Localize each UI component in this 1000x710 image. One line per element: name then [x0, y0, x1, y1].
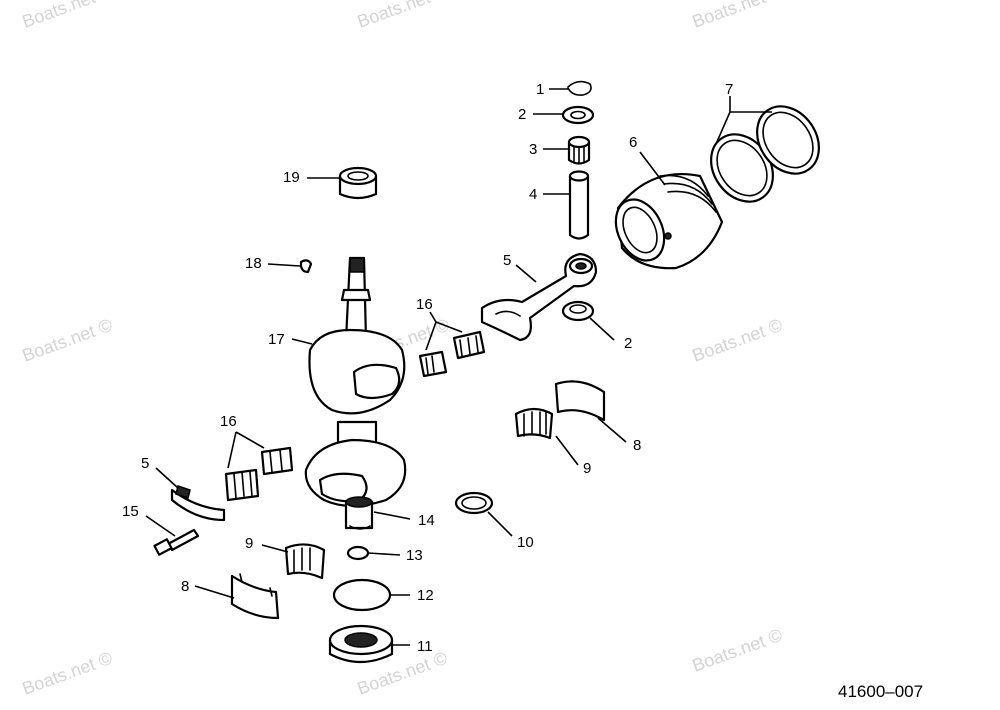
watermark-7: Boats.net ©	[20, 648, 115, 699]
diagram-code: 41600–007	[838, 682, 923, 701]
part-14-crank-end	[349, 525, 371, 530]
part-2-washer-lower	[561, 300, 595, 322]
part-1-clip	[567, 80, 592, 96]
callout-17: 17	[268, 331, 285, 348]
part-2-washer-top	[561, 105, 595, 125]
part-16-bearing-cage-upper	[418, 330, 486, 378]
callout-16-upper: 16	[416, 296, 433, 313]
part-13-o-ring	[346, 545, 370, 561]
callout-3: 3	[529, 141, 537, 158]
callout-5-rod: 5	[503, 252, 511, 269]
watermark-4: Boats.net ©	[20, 315, 115, 366]
part-9-bearing-half-upper	[514, 407, 554, 440]
callout-6: 6	[629, 134, 637, 151]
part-5-connecting-rod	[480, 252, 598, 342]
callout-4: 4	[529, 186, 537, 203]
leader-lines	[145, 88, 772, 646]
part-12-o-ring-large	[332, 578, 392, 612]
callout-2-lower: 2	[624, 335, 632, 352]
callout-18: 18	[245, 255, 262, 272]
watermark-3: Boats.net ©	[690, 0, 785, 32]
part-9-bearing-half-lower	[284, 543, 326, 580]
part-11-oil-seal	[328, 624, 394, 664]
callout-9-upper: 9	[583, 460, 591, 477]
callout-19: 19	[283, 169, 300, 186]
part-7-piston-rings	[710, 105, 820, 203]
part-10-retaining-ring	[454, 491, 494, 515]
callout-14: 14	[418, 512, 435, 529]
callout-9-lower: 9	[245, 535, 253, 552]
watermark-1: Boats.net ©	[20, 0, 115, 32]
callout-12: 12	[417, 587, 434, 604]
part-8-bearing-race-lower	[230, 573, 280, 620]
callout-13: 13	[406, 547, 423, 564]
part-4-wrist-pin	[568, 170, 590, 240]
part-5-rod-cap	[170, 485, 226, 522]
callout-5-cap: 5	[141, 455, 149, 472]
callout-8-upper: 8	[633, 437, 641, 454]
part-8-bearing-race-upper	[554, 380, 606, 422]
watermark-6: Boats.net ©	[690, 315, 785, 366]
watermark-9: Boats.net ©	[690, 625, 785, 676]
part-15-cap-screw	[153, 528, 200, 556]
watermark-2: Boats.net ©	[355, 0, 450, 32]
callout-8-lower: 8	[181, 578, 189, 595]
callout-7: 7	[725, 81, 733, 98]
callouts: 1 2 3 4 5 2 6 7 19 18 17 16 16 5 15 14 1…	[122, 81, 733, 655]
part-17-crankshaft	[304, 256, 407, 530]
callout-16-lower: 16	[220, 413, 237, 430]
callout-10: 10	[517, 534, 534, 551]
part-18-key	[299, 259, 313, 274]
callout-1: 1	[536, 81, 544, 98]
part-3-bearing	[567, 135, 591, 165]
part-16-bearing-cage-lower	[224, 446, 294, 502]
callout-11: 11	[417, 638, 433, 655]
callout-2-top: 2	[518, 106, 526, 123]
part-19-upper-bearing	[338, 166, 378, 200]
callout-15: 15	[122, 503, 139, 520]
part-6-piston	[614, 172, 724, 270]
